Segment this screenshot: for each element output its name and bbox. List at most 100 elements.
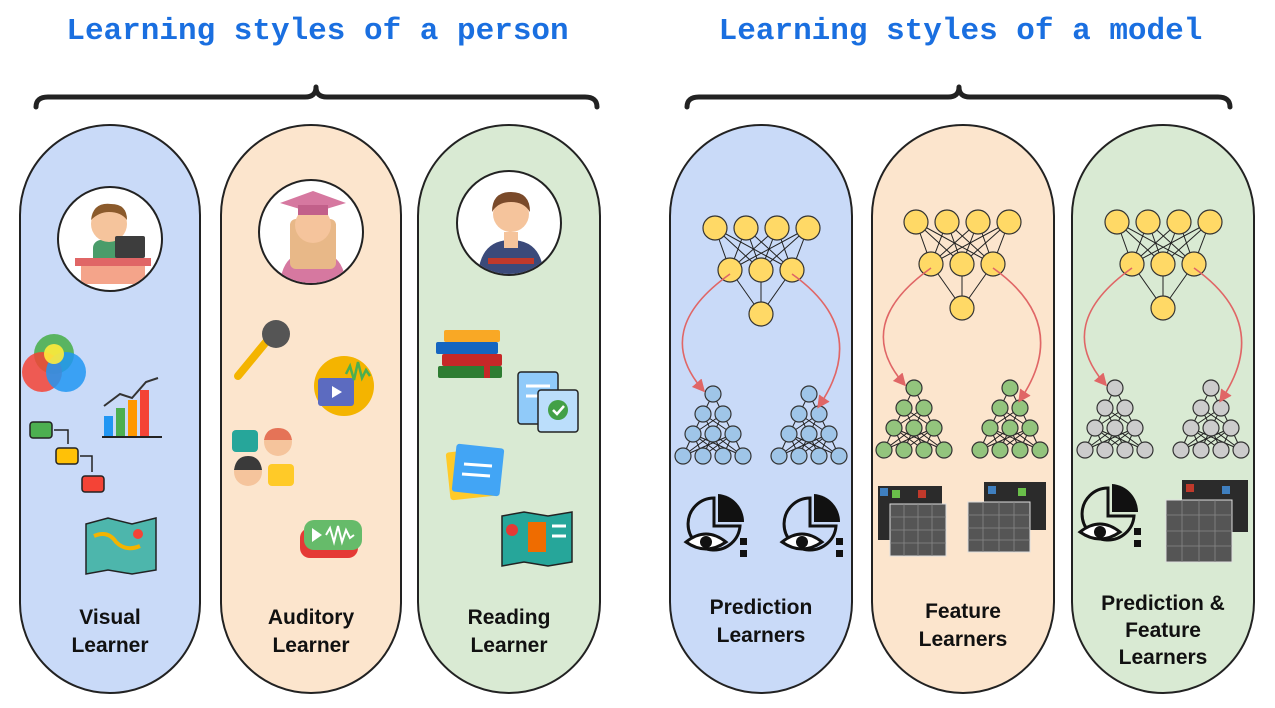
prediction-student-right-node (800, 425, 818, 443)
feature-student-left-edge (883, 427, 935, 451)
prediction-teacher-node (748, 257, 774, 283)
feature-student-left-node (905, 419, 923, 437)
prediction-student-left-node (684, 425, 702, 443)
feature-maps-icon-2 (967, 482, 1046, 553)
feature-student-right-node (971, 441, 989, 459)
sticky-note-icon (445, 443, 505, 501)
microphone-icon (234, 320, 290, 380)
combined-student-right-node (1172, 441, 1190, 459)
reading-learner-line2: Learner (470, 634, 548, 657)
combined-teacher-node (1197, 209, 1223, 235)
combined-student-left-node (1086, 419, 1104, 437)
prediction-student-right-node (810, 447, 828, 465)
title-person: Learning styles of a person (66, 14, 569, 49)
combined-student-right-node (1212, 399, 1230, 417)
prediction-student-right-node (770, 447, 788, 465)
combined-student-right-node (1232, 441, 1250, 459)
prediction-teacher-node (748, 301, 774, 327)
prediction-arrow-right (791, 273, 841, 409)
bar-chart-icon (102, 377, 162, 438)
feature-learners-line2: Learners (918, 628, 1008, 651)
combined-student-left-node (1136, 441, 1154, 459)
prediction-student-right-node (810, 405, 828, 423)
prediction-student-left-edge (682, 433, 734, 457)
map-icon (85, 517, 157, 575)
prediction-student-right-node (790, 447, 808, 465)
prediction-student-right-node (780, 425, 798, 443)
combined-arrow-left (1083, 267, 1133, 387)
prediction-learners-label: Prediction Learners (669, 594, 853, 650)
feature-teacher-node (949, 295, 975, 321)
combined-student-left-node (1096, 441, 1114, 459)
auditory-learner-label: Auditory Learner (220, 604, 402, 660)
feature-teacher-node (934, 209, 960, 235)
feature-teacher-edge (930, 221, 1010, 265)
feature-student-right-node (991, 399, 1009, 417)
graduate-avatar-icon (258, 179, 364, 285)
combined-teacher-node (1166, 209, 1192, 235)
visual-learner-label: Visual Learner (19, 604, 201, 660)
feature-student-left-node (885, 419, 903, 437)
prediction-teacher-node (764, 215, 790, 241)
combined-student-left-node (1106, 419, 1124, 437)
feature-student-right-edge (979, 427, 1031, 451)
prediction-feature-learners-line1: Prediction & (1101, 592, 1225, 615)
prediction-student-right-edge (778, 433, 830, 457)
reading-learner-line1: Reading (467, 606, 551, 629)
feature-student-left-node (895, 441, 913, 459)
combined-student-right-node (1192, 441, 1210, 459)
visual-learner-line1: Visual (79, 606, 141, 629)
prediction-teacher-node (733, 215, 759, 241)
prediction-student-left-node (704, 385, 722, 403)
feature-student-right-node (991, 441, 1009, 459)
combined-student-left-edge (1084, 427, 1136, 451)
feature-teacher-node (949, 251, 975, 277)
combined-student-left-node (1116, 441, 1134, 459)
voice-message-icon (300, 520, 362, 558)
prediction-student-right-node (800, 385, 818, 403)
books-icon (436, 330, 502, 378)
combined-student-left-node (1126, 419, 1144, 437)
prediction-student-right-node (830, 447, 848, 465)
feature-student-left-node (915, 399, 933, 417)
feature-arrow-right (992, 267, 1042, 403)
prediction-student-left-node (674, 447, 692, 465)
feature-teacher-node (980, 251, 1006, 277)
prediction-teacher-node (702, 215, 728, 241)
prediction-student-left-node (694, 447, 712, 465)
visual-learner-line2: Learner (71, 634, 149, 657)
feature-teacher-node (965, 209, 991, 235)
prediction-student-right-node (820, 425, 838, 443)
prediction-teacher-node (795, 215, 821, 241)
feature-student-left-node (935, 441, 953, 459)
combined-student-left-node (1106, 379, 1124, 397)
feature-student-right-node (1021, 419, 1039, 437)
explainability-icon-2 (779, 494, 843, 557)
feature-student-left-node (925, 419, 943, 437)
explainability-icon-3 (1077, 484, 1141, 547)
combined-teacher-node (1181, 251, 1207, 277)
feature-teacher-node (996, 209, 1022, 235)
combined-student-right-node (1182, 419, 1200, 437)
prediction-student-left-node (714, 447, 732, 465)
prediction-teacher-node (779, 257, 805, 283)
combined-student-right-node (1202, 419, 1220, 437)
feature-student-right-node (1011, 399, 1029, 417)
feature-student-right-node (1001, 419, 1019, 437)
combined-teacher-node (1150, 295, 1176, 321)
combined-arrow-right (1193, 267, 1243, 403)
title-model: Learning styles of a model (718, 14, 1203, 49)
flow-chat-icon (29, 421, 105, 493)
prediction-learners-line2: Learners (716, 624, 806, 647)
prediction-arrow-left (681, 273, 731, 393)
prediction-learners-line1: Prediction (709, 596, 813, 619)
feature-learners-label: Feature Learners (871, 598, 1055, 654)
combined-teacher-node (1119, 251, 1145, 277)
feature-student-left-node (905, 379, 923, 397)
combined-student-right-node (1202, 379, 1220, 397)
combined-student-left-node (1096, 399, 1114, 417)
combined-student-right-edge (1180, 427, 1232, 451)
combined-student-left-node (1076, 441, 1094, 459)
